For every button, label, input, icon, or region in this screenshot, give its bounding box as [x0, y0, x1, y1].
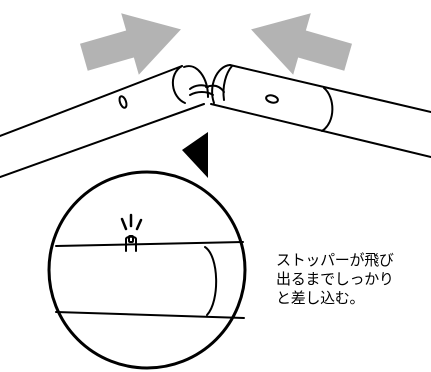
instruction-caption: ストッパーが飛び 出るまでしっかり と差し込む。: [276, 251, 426, 308]
push-arrow-left-icon: [80, 13, 181, 75]
caption-line-1: ストッパーが飛び: [276, 251, 394, 269]
left-pole: [0, 65, 209, 178]
right-pole: [210, 64, 431, 158]
push-arrow-right-icon: [251, 13, 352, 75]
magnified-view: [47, 170, 247, 370]
zoom-pointer: [182, 132, 208, 178]
caption-line-3: と差し込む。: [276, 289, 365, 307]
caption-line-2: 出るまでしっかり: [276, 270, 394, 288]
joint-stopper: [189, 84, 225, 96]
sparkle-lines-icon: [120, 213, 143, 231]
